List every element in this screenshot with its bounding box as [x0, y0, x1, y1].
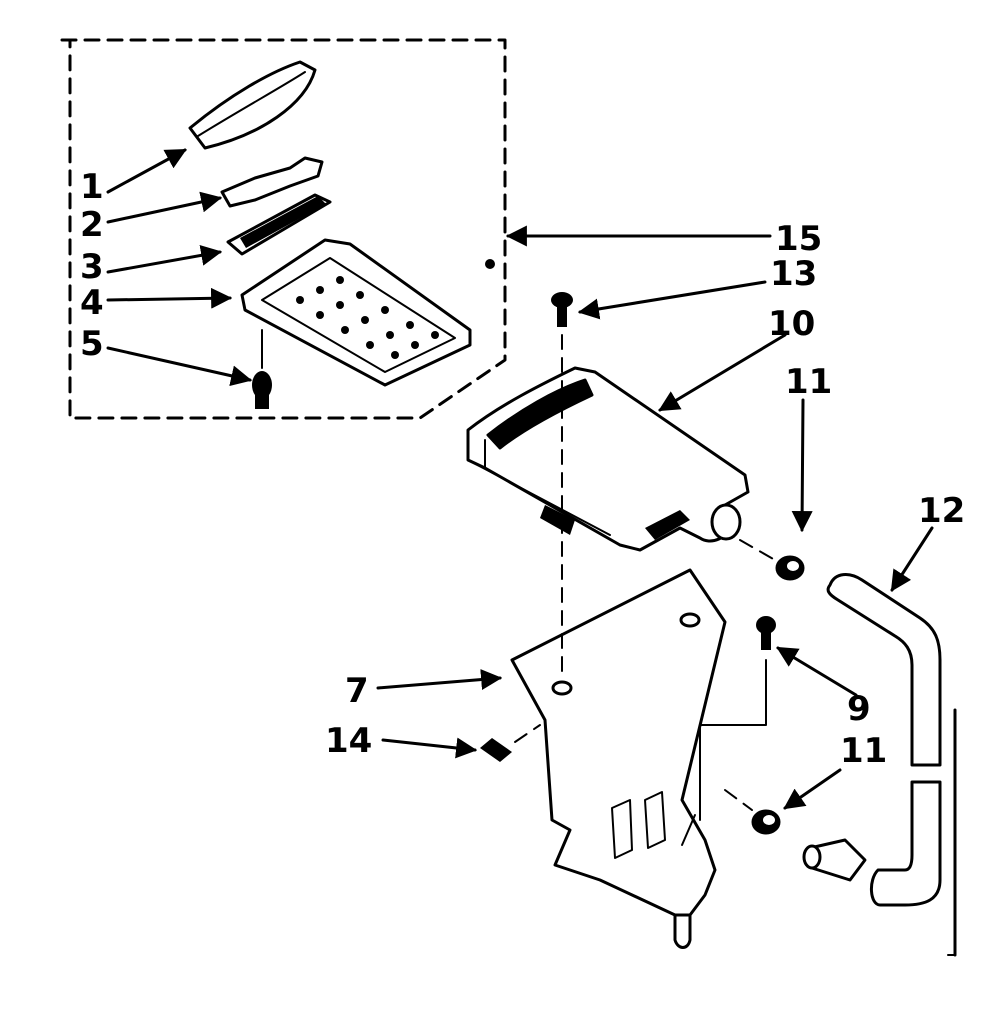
part-10-housing — [466, 366, 750, 552]
callout-9: 9 — [847, 689, 871, 729]
part-7-plate — [510, 568, 727, 949]
leader-lines — [106, 148, 934, 810]
callout-labels: 1 2 3 4 5 7 9 10 11 11 12 13 14 15 — [80, 167, 965, 771]
kit-boundary-dashed — [60, 38, 507, 420]
callout-1: 1 — [80, 167, 104, 207]
callout-11-lower: 11 — [840, 731, 887, 771]
part-12-tube — [826, 573, 957, 957]
callout-15: 15 — [775, 219, 822, 259]
callout-12: 12 — [918, 491, 965, 531]
callout-7: 7 — [345, 671, 369, 711]
part-13-screw — [551, 292, 573, 327]
part-11-ring-lower — [724, 789, 867, 882]
part-11-ring-upper — [739, 539, 805, 581]
part-5-screw — [252, 329, 272, 409]
part-3-rod — [226, 193, 332, 256]
part-1-lens — [188, 60, 317, 150]
part-4-tray — [240, 238, 472, 387]
callout-11-upper: 11 — [785, 362, 832, 402]
callout-13: 13 — [770, 254, 817, 294]
callout-3: 3 — [80, 247, 104, 287]
callout-4: 4 — [80, 283, 104, 323]
kit-dot — [485, 259, 495, 269]
callout-10: 10 — [768, 304, 815, 344]
callout-5: 5 — [80, 324, 104, 364]
part-9-screw — [699, 616, 776, 821]
callout-14: 14 — [325, 721, 372, 761]
part-2-bracket — [220, 156, 324, 208]
part-14-nut — [480, 724, 541, 762]
callout-2: 2 — [80, 205, 104, 245]
